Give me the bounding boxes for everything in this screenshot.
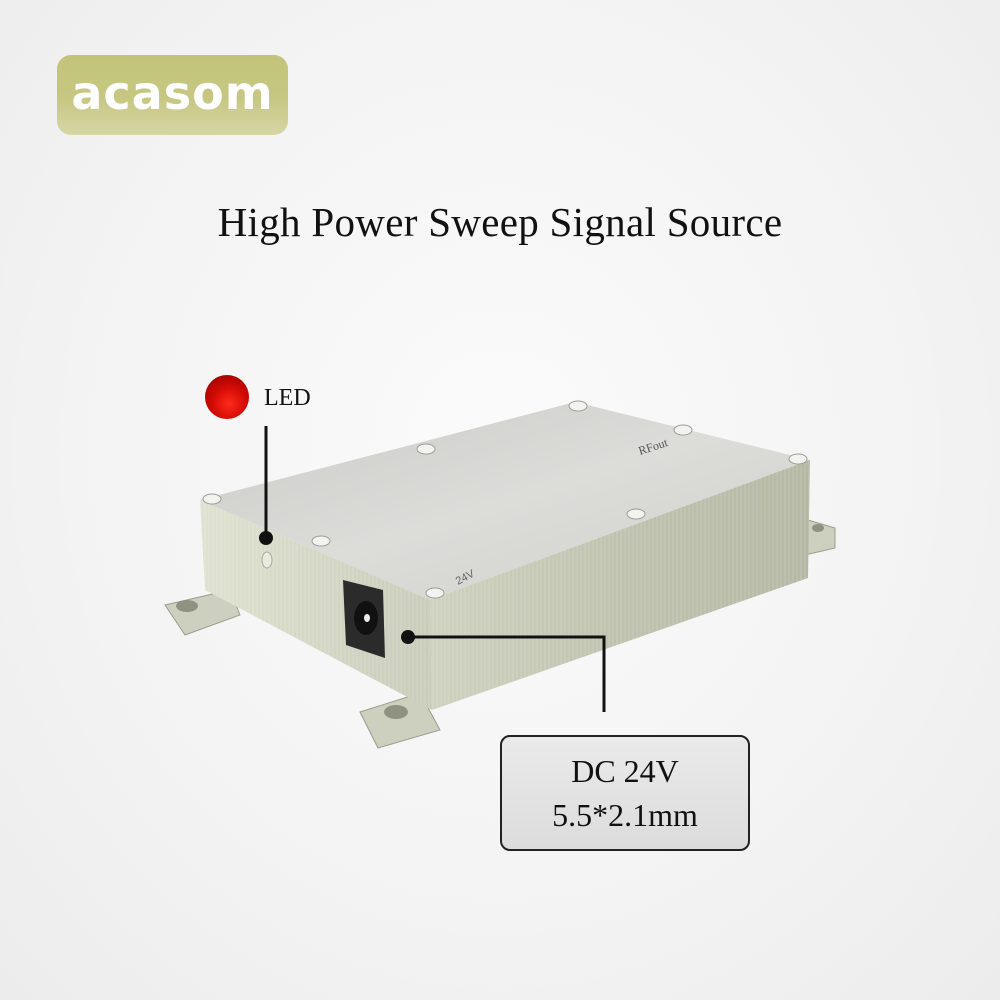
power-spec-callout: DC 24V 5.5*2.1mm xyxy=(500,735,750,851)
power-spec-connector: 5.5*2.1mm xyxy=(552,797,698,833)
power-spec-voltage: DC 24V xyxy=(571,753,679,789)
led-indicator-icon xyxy=(205,375,249,419)
brand-logo: acasom xyxy=(57,55,288,135)
page-title: High Power Sweep Signal Source xyxy=(217,199,783,245)
led-callout-label: LED xyxy=(264,385,311,411)
brand-logo-text: acasom xyxy=(71,66,274,120)
